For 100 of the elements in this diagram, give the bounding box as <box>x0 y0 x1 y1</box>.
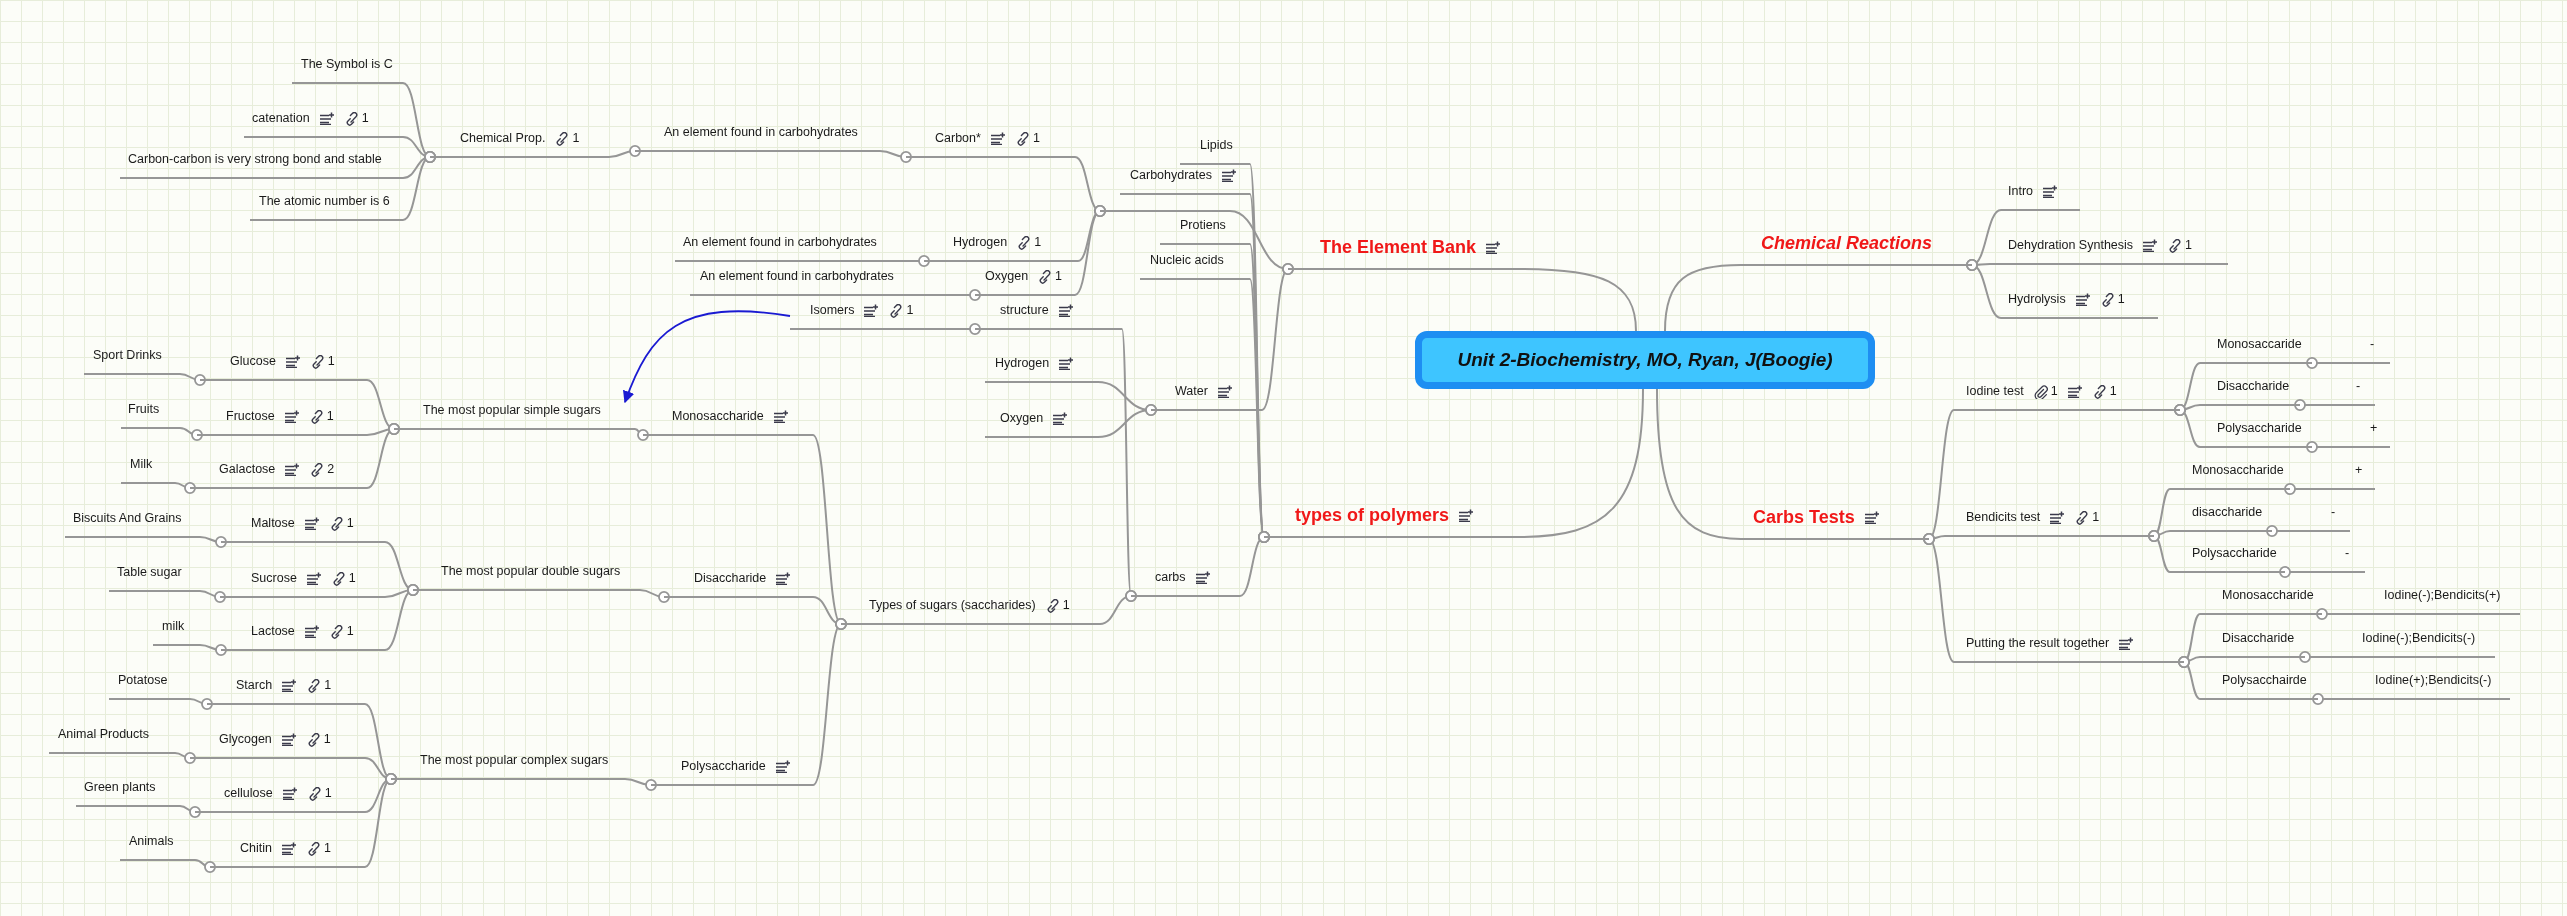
link-count: 1 <box>346 623 354 639</box>
topic-underline <box>690 268 950 296</box>
topic-underline <box>220 570 385 598</box>
link-count: 1 <box>323 840 331 856</box>
topic-underline <box>391 752 625 780</box>
topic-underline <box>121 456 175 484</box>
topic-underline <box>2200 672 2318 700</box>
branch-line <box>2279 566 2314 578</box>
topic-underline <box>190 731 365 759</box>
topic-label: The most popular double sugars <box>441 563 621 579</box>
topic-label: Disaccharide <box>2222 630 2295 646</box>
branch-line <box>179 427 203 441</box>
topic-underline <box>1120 167 1250 195</box>
topic-label: Sucrose <box>251 570 297 586</box>
central-topic-label: Unit 2-Biochemistry, MO, Ryan, J(Boogie) <box>1457 349 1833 371</box>
topic-underline <box>200 353 367 381</box>
main-topic-label: The Element Bank <box>1320 236 1477 258</box>
topic-label: Carbon* <box>935 130 981 146</box>
branch-line <box>174 482 196 494</box>
topic-label: Polysaccharide <box>681 758 766 774</box>
link-count: 1 <box>361 110 369 126</box>
topic-label: Carbon-carbon is very strong bond and stable <box>128 151 382 167</box>
topic-underline <box>985 410 1098 438</box>
branch-line <box>634 428 649 441</box>
topic-label: Chemical Prop. <box>460 130 546 146</box>
branch-line <box>1261 263 1294 411</box>
topic-label: The Symbol is C <box>301 56 393 72</box>
arrow <box>623 310 791 404</box>
topic-underline <box>635 124 880 152</box>
branch-line <box>179 805 201 818</box>
topic-underline <box>120 833 195 861</box>
branch-line <box>194 859 216 873</box>
branch-line <box>1656 388 1742 540</box>
topic-label: Monosaccharide <box>2222 587 2314 603</box>
branch-line <box>949 289 981 301</box>
topic-label: Oxygen <box>1000 410 1044 426</box>
topic-label: Carbohydrates <box>1130 167 1212 183</box>
topic-underline <box>2333 630 2495 658</box>
link-count: 1 <box>324 785 332 801</box>
topic-underline <box>1151 383 1262 411</box>
topic-label: Iodine(+);Bendicits(-) <box>2375 672 2492 688</box>
topic-label: Putting the result together <box>1966 635 2110 651</box>
topic-label: carbs <box>1155 569 1186 585</box>
topic-underline <box>413 563 640 591</box>
topic-label: Hydrogen <box>953 234 1008 250</box>
branch-line <box>812 618 847 786</box>
link-count: 1 <box>2117 291 2125 307</box>
topic-label: + <box>2355 462 2363 478</box>
topic-label: Intro <box>2008 183 2033 199</box>
link-count: 1 <box>2185 237 2193 253</box>
topic-underline <box>394 402 635 430</box>
topic-underline <box>2170 504 2272 532</box>
topic-underline <box>2001 291 2158 319</box>
link-count: 1 <box>348 570 356 586</box>
topic-label: Water <box>1175 383 1208 399</box>
topic-label: Lipids <box>1200 137 1233 153</box>
topic-label: cellulose <box>224 785 273 801</box>
topic-underline <box>651 758 813 786</box>
branch-line <box>2312 693 2347 705</box>
branch-line <box>2266 525 2301 537</box>
topic-underline <box>790 302 950 330</box>
topic-label: Hydrogen <box>995 355 1050 371</box>
topic-label: disaccharide <box>2192 504 2263 520</box>
topic-underline <box>65 510 200 538</box>
topic-label: Disaccharide <box>694 570 767 586</box>
topic-underline <box>2170 545 2285 573</box>
branch-line <box>2316 608 2351 620</box>
topic-underline <box>1180 137 1250 165</box>
topic-underline <box>250 193 403 221</box>
branch-line <box>189 698 213 710</box>
central-topic-box <box>1415 331 1875 389</box>
topic-underline <box>195 785 365 813</box>
topic-label: Iodine test <box>1966 383 2024 399</box>
branch-line <box>2174 404 2201 448</box>
topic-label: Green plants <box>84 779 156 795</box>
link-count: 1 <box>1055 268 1063 284</box>
topic-label: Maltose <box>251 515 295 531</box>
topic-underline <box>643 408 813 436</box>
topic-underline <box>2001 183 2080 211</box>
main-topic-label: Chemical Reactions <box>1761 232 1933 254</box>
branch-line <box>1239 531 1270 597</box>
topic-label: Fructose <box>226 408 275 424</box>
topic-underline <box>120 151 403 179</box>
topic-label: Monosaccaride <box>2217 336 2302 352</box>
topic-label: Polysaccharide <box>2217 420 2302 436</box>
link-count: 1 <box>324 677 332 693</box>
topic-label: The most popular complex sugars <box>420 752 609 768</box>
topic-label: Nucleic acids <box>1150 252 1224 268</box>
branch-line <box>2178 656 2201 700</box>
topic-underline <box>2170 462 2290 490</box>
branch-line <box>1097 404 1157 438</box>
topic-label: An element found in carbohydrates <box>683 234 877 250</box>
topic-label: - <box>2331 504 2336 520</box>
topic-underline <box>84 347 180 375</box>
branch-line <box>2306 441 2341 453</box>
topic-underline <box>109 672 190 700</box>
topic-underline <box>2200 336 2312 364</box>
topic-label: Monosaccharide <box>2192 462 2284 478</box>
link-count: 1 <box>346 515 354 531</box>
topic-label: Isomers <box>810 302 855 318</box>
